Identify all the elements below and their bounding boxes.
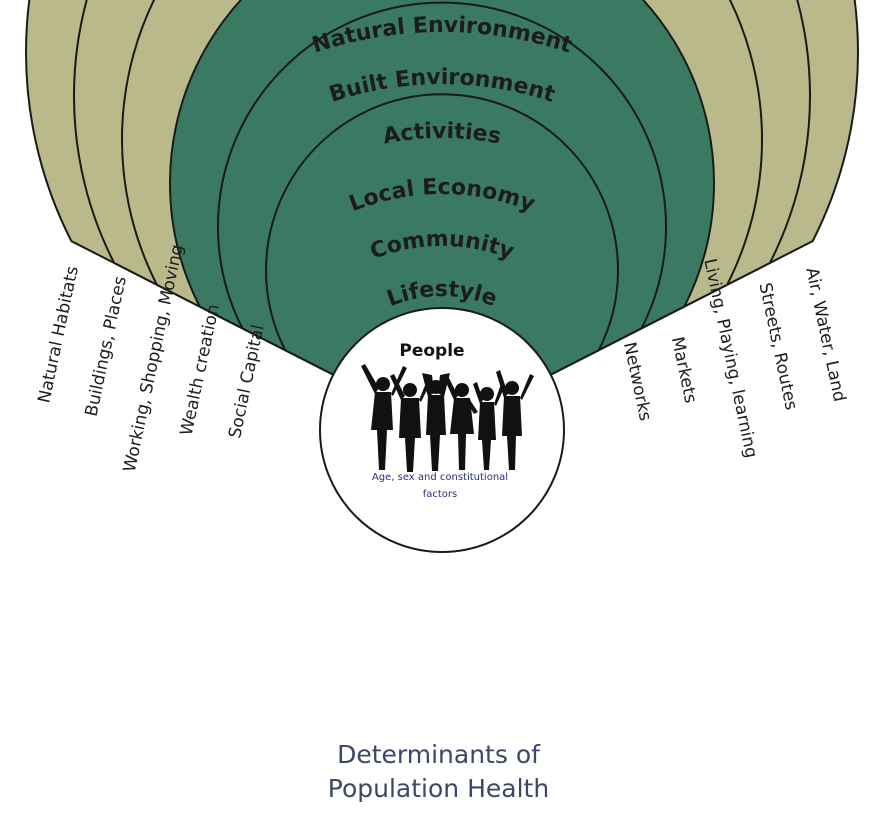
side-label-right-1: Air, Water, Land	[801, 266, 849, 404]
side-label-right-5: Networks	[619, 340, 655, 422]
side-label-left-4: Wealth creation	[177, 302, 224, 437]
diagram-caption: Determinants of Population Health	[0, 738, 877, 806]
side-label-right-4: Markets	[667, 335, 701, 405]
side-label-left-1: Natural Habitats	[34, 264, 83, 405]
side-label-right-2: Streets, Routes	[755, 281, 802, 412]
people-silhouettes-image	[361, 364, 534, 472]
people-caption-line1: Age, sex and constitutional	[372, 472, 508, 483]
side-label-left-5: Social Capital	[225, 323, 269, 440]
people-label: People	[399, 341, 464, 361]
caption-line2: Population Health	[327, 774, 550, 803]
side-label-right-3: Living, Playing, learning	[699, 257, 761, 460]
caption-line1: Determinants of	[337, 740, 540, 769]
people-caption-line2: factors	[423, 489, 458, 500]
side-label-left-2: Buildings, Places	[82, 274, 131, 418]
